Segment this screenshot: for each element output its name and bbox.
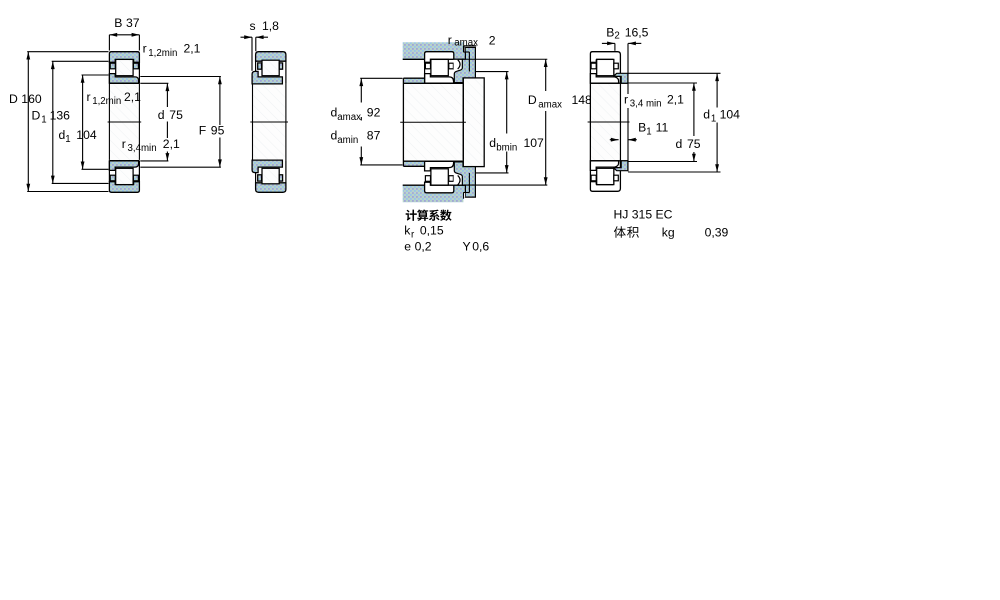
svg-text:r: r	[87, 90, 91, 104]
svg-text:1: 1	[646, 127, 651, 138]
svg-text:16,5: 16,5	[625, 25, 649, 39]
svg-text:bmin: bmin	[496, 142, 517, 153]
svg-text:B: B	[638, 121, 646, 135]
svg-text:3,4 min: 3,4 min	[630, 98, 662, 109]
svg-text:D: D	[528, 93, 537, 107]
svg-text:s: s	[250, 19, 256, 33]
svg-text:75: 75	[687, 137, 701, 151]
svg-text:1,2min: 1,2min	[148, 48, 177, 59]
svg-text:F: F	[199, 124, 206, 138]
svg-text:kg: kg	[662, 226, 675, 240]
svg-text:amax: amax	[454, 38, 478, 49]
svg-text:1,2min: 1,2min	[92, 96, 121, 107]
svg-text:r: r	[411, 229, 415, 240]
svg-text:2,1: 2,1	[184, 41, 201, 55]
svg-text:D: D	[32, 109, 41, 123]
svg-text:2: 2	[489, 34, 496, 48]
svg-text:2,1: 2,1	[163, 137, 180, 151]
svg-text:2: 2	[614, 31, 619, 42]
svg-text:amin: amin	[337, 135, 358, 146]
svg-text:d: d	[676, 137, 683, 151]
svg-text:148: 148	[572, 93, 593, 107]
svg-text:0,6: 0,6	[472, 240, 489, 254]
svg-text:107: 107	[524, 136, 545, 150]
svg-text:amax: amax	[337, 112, 361, 123]
svg-text:r: r	[143, 41, 147, 55]
svg-text:0,2: 0,2	[415, 240, 432, 254]
svg-text:e: e	[404, 240, 411, 254]
svg-text:37: 37	[126, 16, 140, 30]
svg-text:104: 104	[76, 128, 97, 142]
svg-text:160: 160	[21, 92, 42, 106]
svg-text:D: D	[9, 92, 18, 106]
svg-text:87: 87	[367, 128, 381, 142]
svg-text:95: 95	[211, 124, 225, 138]
svg-text:0,15: 0,15	[420, 224, 444, 238]
svg-text:HJ 315 EC: HJ 315 EC	[614, 208, 673, 222]
svg-text:r: r	[624, 92, 628, 106]
svg-text:3,4min: 3,4min	[128, 143, 157, 154]
svg-text:d: d	[158, 108, 165, 122]
svg-text:Y: Y	[463, 240, 471, 254]
svg-text:d: d	[59, 128, 66, 142]
svg-text:136: 136	[50, 109, 71, 123]
svg-text:92: 92	[367, 105, 381, 119]
svg-text:B: B	[606, 25, 614, 39]
svg-text:1: 1	[41, 115, 46, 126]
svg-text:104: 104	[720, 108, 741, 122]
svg-text:1: 1	[65, 134, 70, 145]
svg-text:d: d	[331, 128, 338, 142]
svg-text:r: r	[122, 137, 126, 151]
svg-text:1: 1	[711, 114, 716, 125]
svg-text:11: 11	[656, 121, 669, 135]
svg-text:2,1: 2,1	[667, 92, 684, 106]
svg-text:2,1: 2,1	[124, 90, 141, 104]
svg-text:d: d	[489, 136, 496, 150]
svg-text:75: 75	[169, 108, 183, 122]
svg-text:d: d	[331, 105, 338, 119]
svg-text:d: d	[703, 108, 710, 122]
svg-text:k: k	[404, 224, 411, 238]
svg-text:r: r	[448, 33, 452, 47]
svg-text:B: B	[114, 16, 122, 30]
svg-text:amax: amax	[538, 100, 562, 111]
svg-text:1,8: 1,8	[262, 19, 279, 33]
svg-text:0,39: 0,39	[705, 226, 729, 240]
